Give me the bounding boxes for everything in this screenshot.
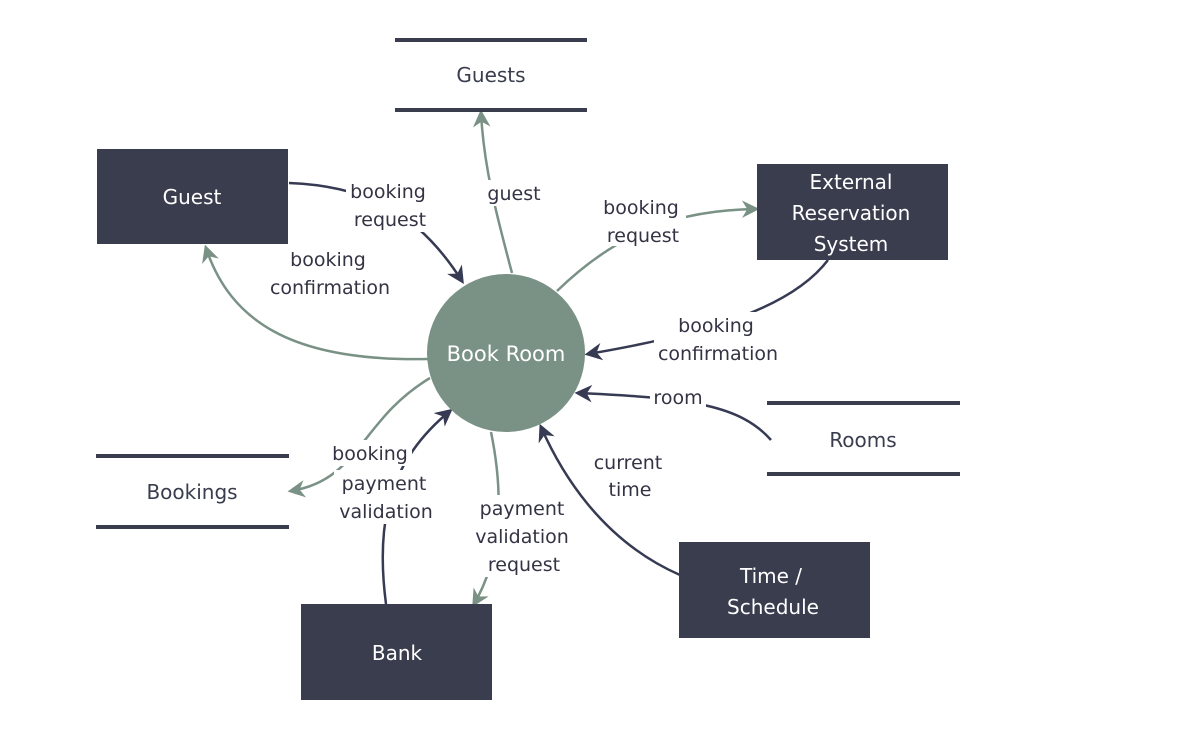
svg-text:time: time — [609, 479, 652, 501]
svg-text:payment: payment — [480, 498, 565, 520]
svg-text:booking: booking — [603, 197, 679, 219]
datastore-guests: Guests — [395, 38, 587, 112]
flow-label-room: room — [650, 385, 706, 409]
svg-text:request: request — [607, 225, 679, 247]
svg-text:room: room — [653, 387, 702, 409]
entity-bank: Bank — [301, 604, 492, 700]
svg-text:current: current — [594, 452, 663, 474]
entity-ers-line-2: Reservation — [792, 201, 911, 225]
datastore-guests-label: Guests — [456, 63, 525, 87]
svg-text:confirmation: confirmation — [270, 277, 390, 299]
flow-label-payment-validation-request: payment validation request — [472, 495, 576, 577]
datastore-bookings: Bookings — [96, 454, 289, 529]
entity-time-line-1: Time / — [739, 564, 802, 588]
flow-label-current-time: current time — [594, 452, 663, 501]
flow-label-guest: guest — [482, 180, 546, 206]
datastore-rooms: Rooms — [767, 401, 960, 476]
flow-label-payment-validation: payment validation — [334, 470, 438, 524]
svg-text:booking: booking — [332, 443, 408, 465]
entity-external-reservation-system: External Reservation System — [757, 164, 948, 260]
svg-text:booking: booking — [350, 181, 426, 203]
flow-line-current-time — [538, 423, 681, 577]
svg-text:request: request — [488, 554, 560, 576]
flow-label-guest-booking-confirmation: booking confirmation — [270, 249, 390, 299]
svg-text:confirmation: confirmation — [658, 343, 778, 365]
svg-text:request: request — [354, 209, 426, 231]
svg-text:booking: booking — [678, 315, 754, 337]
flow-label-ext-booking-request: booking request — [598, 192, 686, 247]
entity-ers-line-3: System — [814, 232, 889, 256]
svg-text:guest: guest — [487, 183, 540, 205]
entity-time-line-2: Schedule — [727, 595, 819, 619]
entity-bank-label: Bank — [372, 641, 423, 665]
process-book-room: Book Room — [427, 274, 585, 432]
entity-guest: Guest — [97, 149, 288, 244]
process-circle — [427, 274, 585, 432]
svg-text:payment: payment — [342, 473, 427, 495]
svg-text:validation: validation — [475, 526, 569, 548]
flow-line-guest-booking-confirmation — [202, 244, 429, 361]
datastore-bookings-label: Bookings — [146, 480, 237, 504]
flow-label-booking: booking — [328, 440, 412, 466]
flow-label-ext-booking-confirmation: booking confirmation — [654, 312, 782, 366]
process-label: Book Room — [447, 342, 566, 366]
svg-text:booking: booking — [290, 249, 366, 271]
entity-time-schedule: Time / Schedule — [679, 542, 870, 638]
flow-label-guest-booking-request: booking request — [346, 178, 430, 232]
svg-text:validation: validation — [339, 501, 433, 523]
datastore-rooms-label: Rooms — [829, 428, 896, 452]
entity-guest-label: Guest — [163, 185, 222, 209]
entity-ers-line-1: External — [810, 170, 893, 194]
